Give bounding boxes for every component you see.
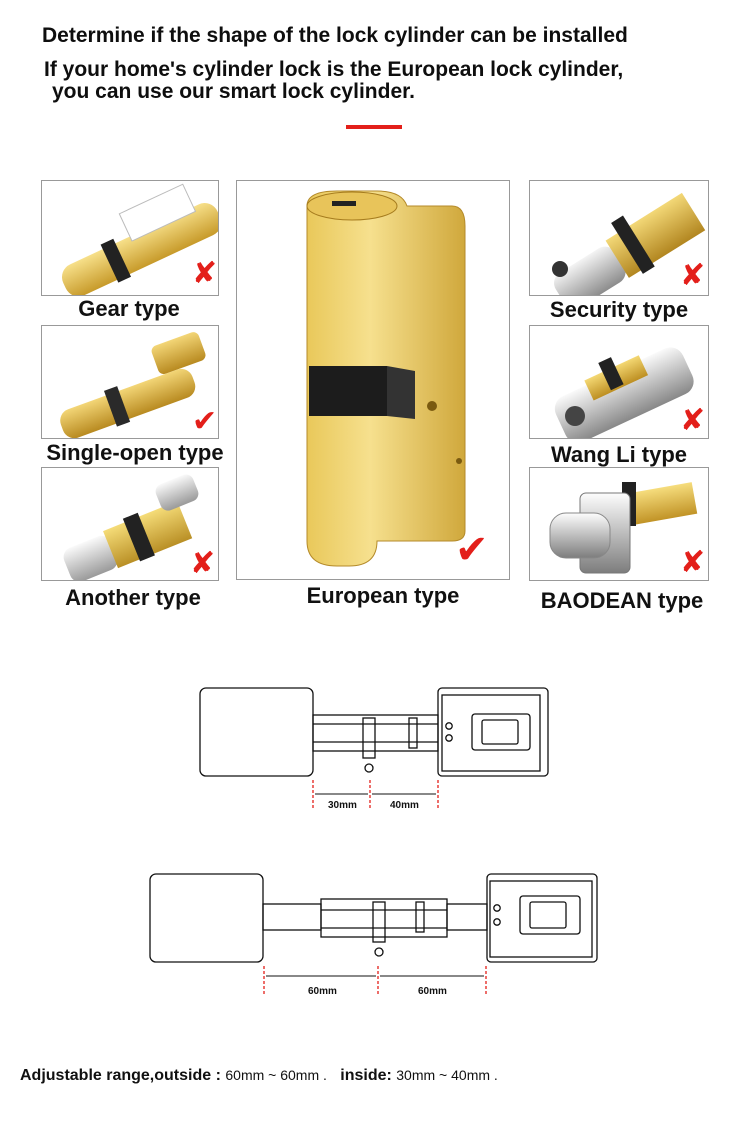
security-type-label: Security type (549, 297, 689, 322)
gear-type-label: Gear type (78, 296, 180, 321)
x-mark-icon: ✘ (680, 545, 705, 580)
dim-right-label: 60mm (418, 986, 447, 997)
dim-right-label: 40mm (390, 800, 419, 811)
dimension-diagram-60-60: 60mm 60mm (140, 866, 610, 1006)
headline: Determine if the shape of the lock cylin… (42, 24, 628, 47)
red-divider (346, 125, 402, 129)
check-mark-icon: ✔ (455, 527, 489, 573)
dim-left-label: 60mm (308, 986, 337, 997)
single-open-type-image: ✔ (41, 325, 219, 439)
gear-type-image: ✘ (41, 180, 219, 296)
european-type-image: ✔ (236, 180, 510, 580)
baodean-type-image: ✘ (529, 467, 709, 581)
inside-value: 30mm ~ 40mm . (396, 1067, 498, 1083)
wang-li-type-image: ✘ (529, 325, 709, 439)
check-mark-icon: ✔ (192, 404, 217, 439)
dimension-diagram-30-40: 30mm 40mm (190, 680, 560, 820)
inside-label: inside: (340, 1067, 392, 1084)
dim-left-label: 30mm (328, 800, 357, 811)
subheadline-line1: If your home's cylinder lock is the Euro… (44, 58, 624, 81)
outside-label: Adjustable range,outside : (20, 1067, 221, 1084)
x-mark-icon: ✘ (680, 258, 705, 293)
another-type-label: Another type (65, 585, 201, 610)
another-type-image: ✘ (41, 467, 219, 581)
x-mark-icon: ✘ (192, 256, 217, 291)
x-mark-icon: ✘ (190, 546, 215, 581)
x-mark-icon: ✘ (680, 403, 705, 438)
european-type-label: European type (306, 583, 460, 608)
wang-li-type-label: Wang Li type (550, 442, 688, 467)
outside-value: 60mm ~ 60mm . (225, 1067, 327, 1083)
adjustable-range-note: Adjustable range,outside : 60mm ~ 60mm .… (20, 1067, 498, 1085)
security-type-image: ✘ (529, 180, 709, 296)
single-open-type-label: Single-open type (46, 440, 224, 465)
baodean-type-label: BAODEAN type (540, 588, 704, 613)
subheadline-line2: you can use our smart lock cylinder. (52, 80, 415, 103)
